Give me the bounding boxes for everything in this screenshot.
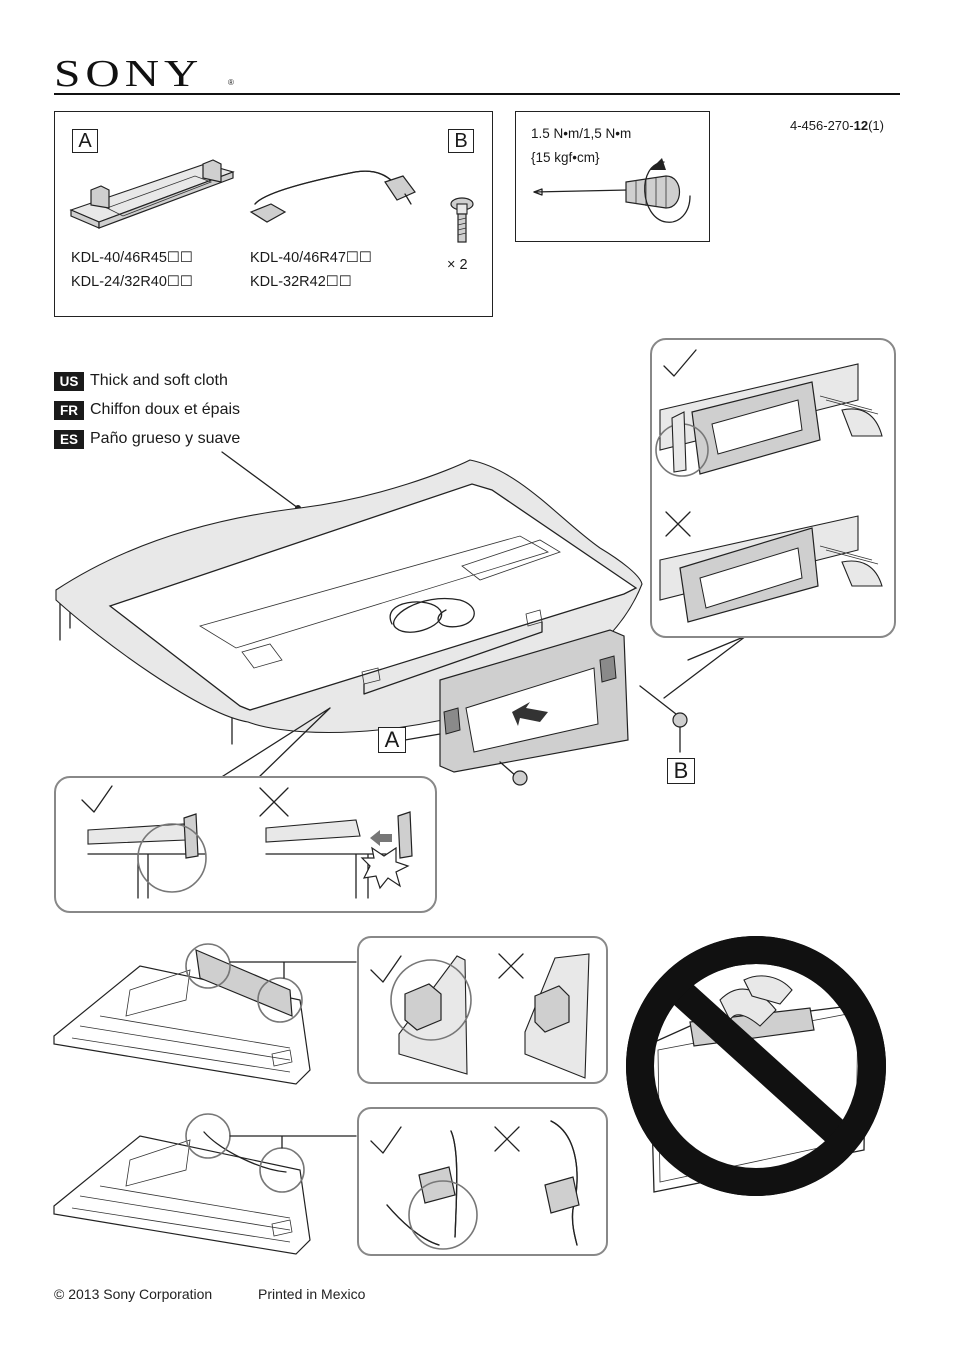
cloth-text-us: Thick and soft cloth [90, 372, 228, 389]
alignment-callout [54, 776, 437, 913]
cross-mark-icon [665, 511, 691, 537]
callout-a-label: A [378, 727, 406, 753]
check-mark-icon [81, 785, 113, 813]
screwdriver-illustration [533, 158, 691, 223]
sony-logo: SONY [54, 53, 204, 95]
lang-badge-us: US [54, 371, 84, 391]
models-a-line-2: KDL-24/32R40☐☐ [71, 274, 193, 290]
cross-mark-icon [494, 1126, 520, 1152]
lang-badge-fr: FR [54, 400, 84, 420]
cross-mark-icon [498, 953, 524, 979]
document-number: 4-456-270-12(1) [790, 118, 884, 133]
copyright: © 2013 Sony Corporation [54, 1286, 213, 1302]
doc-number-suffix: (1) [868, 118, 884, 133]
check-mark-icon [370, 1126, 402, 1154]
models-b-line-2: KDL-32R42☐☐ [250, 274, 352, 290]
stand-base-a-illustration [69, 159, 235, 229]
hook-callout-b [357, 1107, 608, 1256]
cloth-note: US Thick and soft cloth FR Chiffon doux … [54, 371, 240, 449]
part-b-label: B [448, 129, 474, 153]
screw-illustration [450, 197, 474, 243]
cloth-note-us: US Thick and soft cloth [54, 371, 240, 391]
insertion-callout-illustration [655, 349, 883, 623]
doc-number-bold: 12 [853, 118, 869, 133]
torque-kgf: {15 kgf•cm} [531, 150, 600, 165]
cloth-text-es: Paño grueso y suave [90, 430, 241, 447]
cloth-text-fr: Chiffon doux et épais [90, 401, 241, 418]
cross-mark-icon [259, 787, 289, 817]
hook-callout-a-illustration [370, 953, 590, 1079]
hook-callout-b-illustration [370, 1120, 580, 1250]
check-mark-icon [370, 955, 402, 983]
doc-number-prefix: 4-456-270- [790, 118, 854, 133]
screw-left [499, 761, 528, 786]
part-a-label: A [72, 129, 98, 153]
printed-in: Printed in Mexico [258, 1286, 366, 1302]
insertion-callout [650, 338, 896, 638]
models-b-line-1: KDL-40/46R47☐☐ [250, 250, 372, 266]
callout-b-label: B [667, 758, 695, 784]
models-a-line-1: KDL-40/46R45☐☐ [71, 250, 193, 266]
screw-right [639, 685, 688, 753]
registered-mark: ® [228, 78, 234, 87]
screw-quantity: × 2 [447, 257, 468, 273]
parts-box: A B KDL-40/46R45☐☐ KDL-24/32R40☐☐ KDL-40… [54, 111, 493, 317]
torque-value: 1.5 N•m/1,5 N•m [531, 126, 632, 141]
hook-callout-a [357, 936, 608, 1084]
alignment-callout-illustration [81, 785, 413, 899]
check-mark-icon [663, 349, 697, 377]
cloth-note-es: ES Paño grueso y suave [54, 429, 240, 449]
cloth-note-fr: FR Chiffon doux et épais [54, 400, 240, 420]
stand-neck-b-illustration [249, 170, 416, 223]
header-rule [54, 93, 900, 95]
lang-badge-es: ES [54, 429, 84, 449]
torque-box: 1.5 N•m/1,5 N•m {15 kgf•cm} [515, 111, 710, 242]
